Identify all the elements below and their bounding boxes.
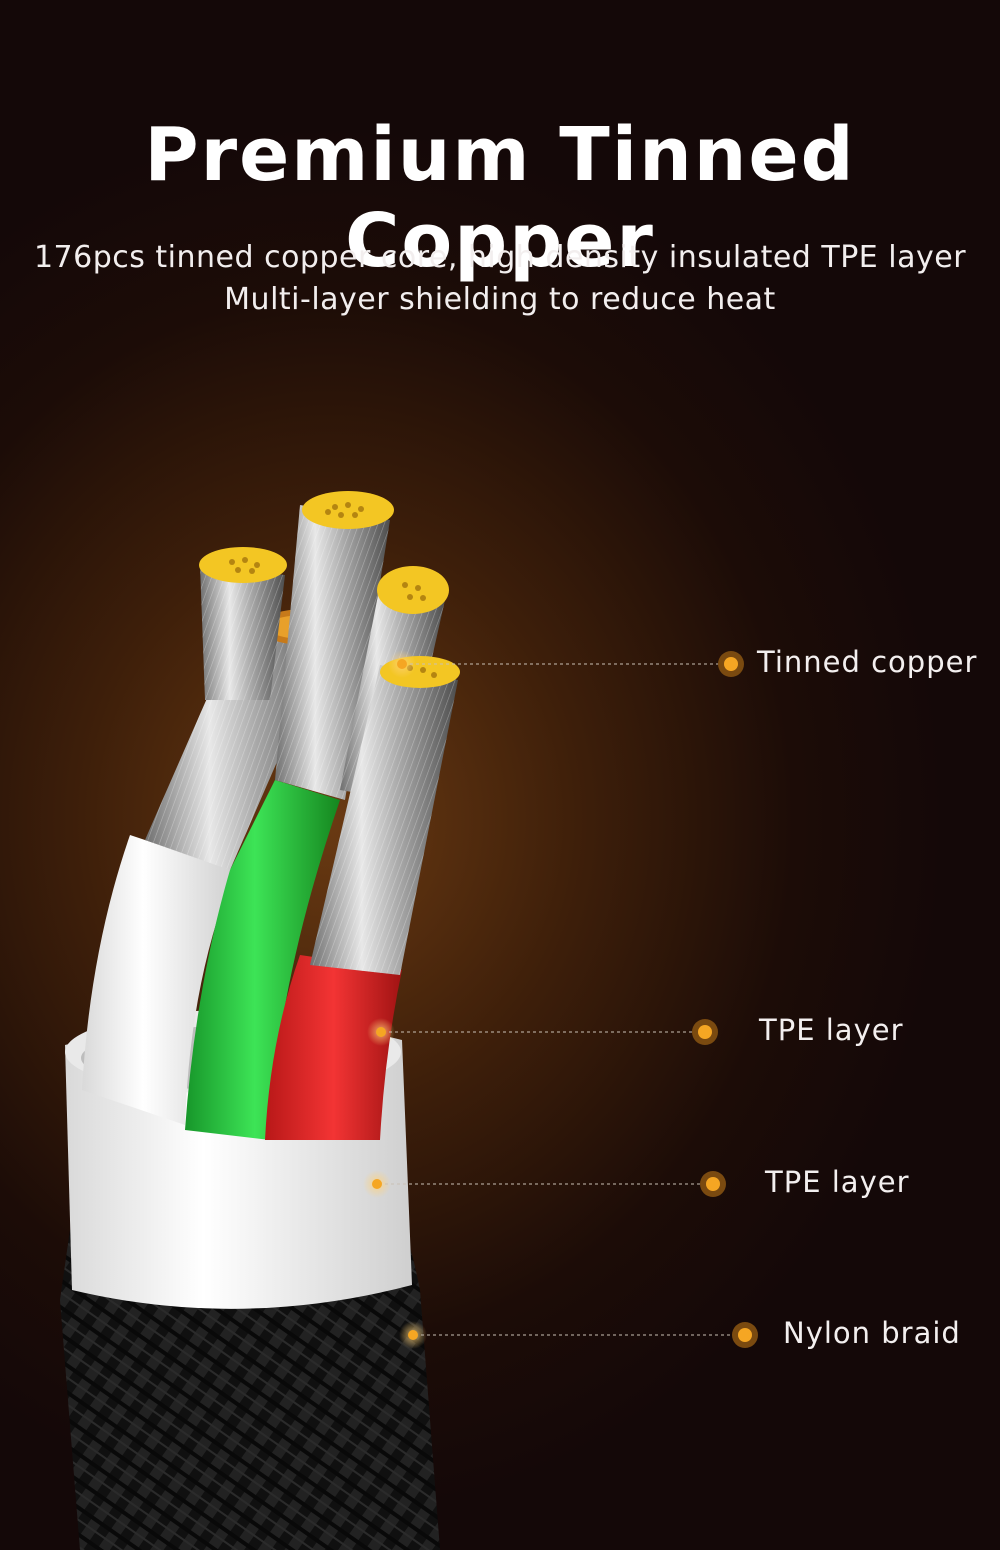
green-wire <box>185 491 394 1140</box>
callout-label-nylon-braid: Nylon braid <box>783 1316 961 1350</box>
page-title: Premium Tinned Copper <box>144 112 856 284</box>
red-wire <box>265 656 460 1140</box>
callout-label-tpe-layer-outer: TPE layer <box>765 1165 910 1199</box>
callout-tpe-layer-outer <box>363 1170 726 1198</box>
subtitle-line-2: Multi-layer shielding to reduce heat <box>224 282 776 317</box>
callout-label-tpe-layer-inner: TPE layer <box>759 1013 904 1047</box>
callout-nylon-braid <box>399 1321 758 1349</box>
subtitle-line-1: 176pcs tinned copper core, high density … <box>33 240 967 275</box>
callout-tinned-copper <box>388 650 744 678</box>
back-wire <box>199 547 287 700</box>
callout-label-tinned-copper: Tinned copper <box>757 645 978 679</box>
callout-tpe-layer-inner <box>367 1018 718 1046</box>
